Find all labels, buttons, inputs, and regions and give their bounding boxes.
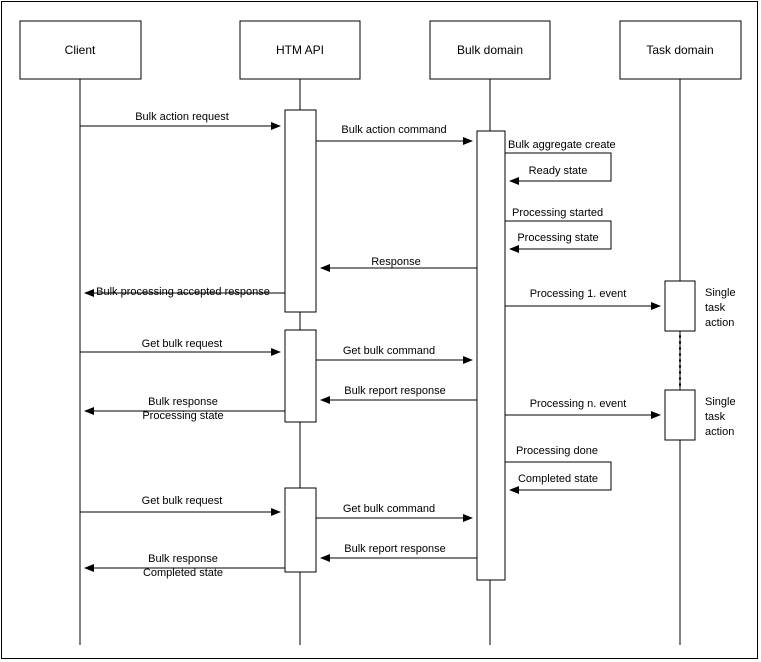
message-bulk-response-completed-state[interactable]: Bulk response Completed state [84,553,285,579]
note-line-3: action [705,426,734,438]
activation-bar-htm-api-3[interactable] [284,487,317,573]
self-call-label: Processing done [516,445,598,457]
lifeline-label-bulk-domain: Bulk domain [457,43,523,57]
message-bulk-action-request[interactable]: Bulk action request [80,111,281,130]
message-label: Get bulk request [142,495,223,507]
self-call-box [505,461,612,491]
message-bulk-processing-accepted-response[interactable]: Bulk processing accepted response [84,286,285,298]
lifeline-htm-api: HTM API [239,20,361,645]
lifeline-box-bulk-domain[interactable] [429,20,551,80]
lifeline-box-htm-api[interactable] [239,20,361,80]
message-bulk-report-response-1[interactable]: Bulk report response [320,385,477,404]
activation-bar-htm-api-2[interactable] [284,329,317,423]
message-get-bulk-command-1[interactable]: Get bulk command [316,345,473,364]
note-line-2: task [705,302,726,314]
message-bulk-action-command[interactable]: Bulk action command [316,124,473,145]
message-label: Bulk action command [341,124,446,136]
self-call-box [505,152,612,182]
message-label-line1: Bulk response [148,553,218,565]
message-label: Bulk report response [344,543,446,555]
note-line-1: Single [705,287,736,299]
message-processing-n-event[interactable]: Processing n. event [505,398,661,419]
message-bulk-report-response-2[interactable]: Bulk report response [320,543,477,562]
self-call-label: Processing started [512,207,603,219]
self-call-processing-started[interactable]: Processing started Processing state [505,207,612,253]
message-label: Get bulk command [343,345,435,357]
activation-bar-htm-api-1[interactable] [284,109,317,313]
lifeline-box-client[interactable] [19,20,142,80]
self-call-bulk-aggregate-create[interactable]: Bulk aggregate create Ready state [505,139,616,185]
lifeline-label-task-domain: Task domain [646,43,713,57]
self-call-box [505,220,612,250]
message-label-line2: Processing state [142,410,223,422]
self-call-return-label: Completed state [518,473,598,485]
message-label: Processing n. event [530,398,627,410]
message-label: Bulk processing accepted response [96,286,270,298]
self-call-processing-done[interactable]: Processing done Completed state [505,445,612,494]
note-single-task-action-1: Single task action [705,287,736,329]
self-call-return-label: Processing state [517,232,598,244]
message-processing-1-event[interactable]: Processing 1. event [505,288,661,310]
activation-bar-bulk-domain-1[interactable] [476,130,506,581]
note-single-task-action-2: Single task action [705,396,736,438]
message-label: Bulk action request [135,111,229,123]
activation-bar-task-domain-2[interactable] [664,389,696,441]
activation-bar-task-domain-1[interactable] [664,280,696,332]
message-get-bulk-command-2[interactable]: Get bulk command [316,503,473,522]
message-label-line1: Bulk response [148,396,218,408]
lifeline-box-task-domain[interactable] [619,20,742,80]
message-label: Bulk report response [344,385,446,397]
note-line-3: action [705,317,734,329]
message-label-line2: Completed state [143,567,223,579]
lifeline-label-htm-api: HTM API [276,43,324,57]
message-label: Get bulk request [142,338,223,350]
message-bulk-response-processing-state[interactable]: Bulk response Processing state [84,396,285,422]
message-get-bulk-request-2[interactable]: Get bulk request [80,495,281,516]
message-label: Processing 1. event [530,288,627,300]
message-response[interactable]: Response [320,256,477,272]
message-label: Response [371,256,421,268]
lifeline-task-domain: Task domain [619,20,742,645]
note-line-2: task [705,411,726,423]
self-call-return-label: Ready state [529,165,588,177]
lifeline-client: Client [19,20,142,645]
note-line-1: Single [705,396,736,408]
message-label: Get bulk command [343,503,435,515]
message-get-bulk-request-1[interactable]: Get bulk request [80,338,281,356]
lifeline-label-client: Client [65,43,96,57]
self-call-label: Bulk aggregate create [508,139,616,151]
